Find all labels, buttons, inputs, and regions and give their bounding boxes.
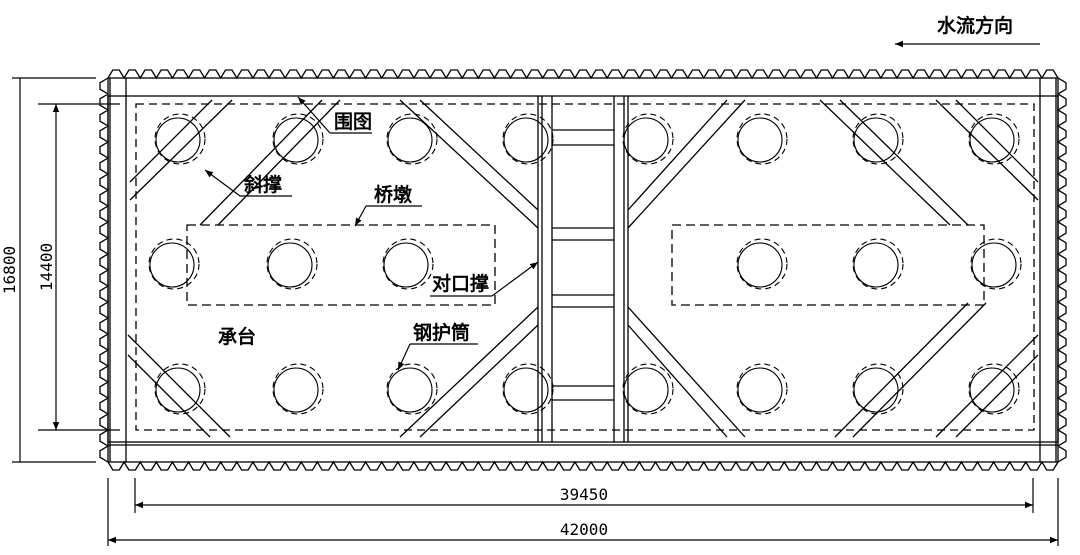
casing-inner [623, 367, 669, 413]
casing-outer [272, 113, 324, 165]
casing-inner [383, 242, 429, 288]
casing-outer [382, 238, 434, 290]
cofferdam-frame [107, 77, 1059, 463]
sheet-pile-top [107, 69, 1059, 80]
casing-inner [737, 242, 783, 288]
cofferdam-label: 围囹 [334, 111, 372, 133]
casing-outer [502, 113, 554, 165]
flow-direction-label: 水流方向 [937, 14, 1013, 37]
outer-width-dimension: 42000 [560, 520, 608, 539]
casing-inner [623, 117, 669, 163]
sheet-pile-right [1056, 77, 1067, 463]
casing-inner [387, 367, 433, 413]
diagonal-brace-label: 斜撑 [243, 173, 282, 196]
casing-inner [853, 367, 899, 413]
casing-outer [968, 363, 1020, 415]
steel-casings [148, 113, 1022, 415]
casing-inner [969, 367, 1015, 413]
steel-casing-15 [154, 363, 206, 415]
steel-casing-18 [502, 363, 554, 415]
steel-casing-3 [386, 113, 438, 165]
sheet-pile-left [99, 77, 110, 463]
steel-casing-5 [622, 113, 674, 165]
steel-casing-22 [968, 363, 1020, 415]
casing-inner [155, 367, 201, 413]
casing-outer [852, 238, 904, 290]
casing-outer [502, 363, 554, 415]
steel-casing-2 [272, 113, 324, 165]
pier-label: 桥墩 [374, 183, 413, 206]
butt-strut-assembly [537, 96, 629, 442]
casing-inner [387, 117, 433, 163]
steel-casing-9 [148, 238, 200, 290]
steel-casing-19 [622, 363, 674, 415]
casing-outer [736, 113, 788, 165]
casing-outer [386, 113, 438, 165]
steel-casing-7 [852, 113, 904, 165]
steel-casing-20 [736, 363, 788, 415]
steel-casing-8 [968, 113, 1020, 165]
casing-outer [736, 238, 788, 290]
casing-inner [155, 117, 201, 163]
steel-casing-11 [382, 238, 434, 290]
casing-inner [149, 242, 195, 288]
steel-casing-21 [852, 363, 904, 415]
casing-outer [622, 363, 674, 415]
pile-cap-label: 承台 [218, 325, 256, 348]
leader-lines [204, 40, 1040, 371]
steel-casing-12 [736, 238, 788, 290]
steel-casing-13 [852, 238, 904, 290]
casing-inner [971, 242, 1017, 288]
inner-width-dimension: 39450 [560, 485, 608, 504]
steel-casing-17 [386, 363, 438, 415]
waling-frame [107, 95, 1059, 443]
casing-outer [148, 238, 200, 290]
inner-height-dimension: 14400 [37, 243, 56, 291]
outer-frame [107, 77, 1059, 463]
casing-outer [852, 113, 904, 165]
sheet-pile-bottom [107, 460, 1059, 471]
casing-outer [970, 238, 1022, 290]
casing-inner [853, 242, 899, 288]
steel-casing-label: 钢护筒 [413, 321, 470, 344]
outer-height-dimension: 16800 [0, 246, 19, 294]
casing-inner [503, 367, 549, 413]
casing-outer [154, 363, 206, 415]
pier-left [186, 224, 496, 306]
casing-outer [272, 363, 324, 415]
steel-casing-4 [502, 113, 554, 165]
pier-outlines [186, 224, 985, 306]
steel-casing-10 [266, 238, 318, 290]
steel-casing-6 [736, 113, 788, 165]
casing-inner [969, 117, 1015, 163]
casing-inner [503, 117, 549, 163]
casing-inner [737, 117, 783, 163]
pier-right [671, 224, 985, 306]
casing-outer [622, 113, 674, 165]
casing-outer [266, 238, 318, 290]
casing-outer [852, 363, 904, 415]
pile-cap-outline [135, 103, 1035, 431]
casing-inner [267, 242, 313, 288]
casing-inner [853, 117, 899, 163]
dimension-lines [12, 77, 1059, 546]
casing-inner [273, 117, 319, 163]
casing-outer [968, 113, 1020, 165]
casing-outer [386, 363, 438, 415]
steel-casing-1 [154, 113, 206, 165]
casing-outer [736, 363, 788, 415]
casing-inner [273, 367, 319, 413]
butt-strut-label: 对口撑 [432, 272, 489, 295]
casing-inner [737, 367, 783, 413]
steel-casing-16 [272, 363, 324, 415]
casing-outer [154, 113, 206, 165]
diagonal-braces [127, 99, 1039, 438]
steel-casing-14 [970, 238, 1022, 290]
